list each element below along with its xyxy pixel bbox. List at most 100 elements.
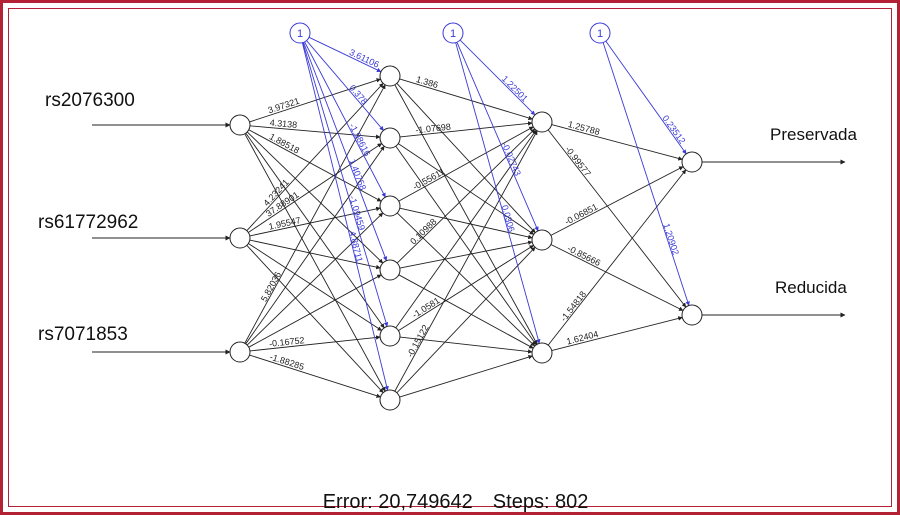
bias-node-label-2: 1 (597, 28, 603, 40)
steps-text: Steps: 802 (492, 491, 589, 513)
bias1-edge-4 (302, 42, 389, 327)
edge-h11-h20-weight: -1.07698 (415, 122, 451, 136)
bias1-edge-2 (304, 41, 386, 198)
bias2-edge-0 (459, 39, 536, 116)
hidden1-node-0 (379, 65, 401, 87)
bias1-edge-0 (308, 36, 382, 73)
edge-h13-h22 (398, 274, 534, 349)
edge-in1-h15 (246, 245, 384, 393)
bias2-edge-1-weight: -0.02743 (500, 141, 523, 178)
bias3-edge-0 (605, 40, 687, 155)
edge-in1-h14 (248, 243, 383, 331)
bias1-edge-5 (301, 42, 389, 391)
bias1-edge-0-weight: 3.61106 (348, 47, 381, 70)
edge-h14-h21 (398, 244, 534, 332)
edge-in2-h15 (249, 354, 381, 398)
edge-h22-out0 (547, 169, 687, 346)
edge-in0-h15 (244, 133, 386, 392)
edge-in1-h11 (248, 143, 383, 233)
bias1-edge-1-weight: 0.378 (347, 83, 369, 107)
edge-h21-out0-weight: -0.06851 (563, 202, 599, 227)
edge-h11-h20 (399, 121, 533, 138)
hidden1-node-1 (379, 127, 401, 149)
edge-h12-h20-weight: -0.55611 (411, 166, 446, 192)
bias1-edge-1 (306, 40, 384, 131)
edge-h15-h20-weight: -0.15122 (405, 323, 431, 359)
edge-h22-out1 (551, 316, 683, 351)
output-node-0 (681, 151, 703, 173)
edge-in0-h13 (246, 131, 384, 264)
edge-h21-out1 (550, 244, 684, 311)
bias-node-2 (589, 22, 611, 44)
input-label-rs7071853: rs7071853 (38, 324, 128, 345)
figure-frame-inner (8, 8, 892, 507)
edge-h22-out0-weight: -1.54818 (558, 289, 588, 323)
edge-in0-h12-weight: 1.88518 (268, 131, 301, 155)
bias2-edge-1 (456, 42, 539, 232)
edge-h10-h20 (399, 78, 533, 121)
bias2-edge-2-weight: 0.0306 (500, 204, 517, 233)
bias1-edge-2-weight: -1.98616 (347, 122, 372, 158)
edge-in2-h12 (246, 212, 384, 346)
bias1-edge-3 (303, 42, 388, 262)
output-label-reducida: Reducida (775, 278, 847, 297)
edge-h13-h20 (396, 128, 536, 264)
input-node-0 (229, 114, 251, 136)
edge-in2-h14 (249, 335, 381, 352)
bias-node-label-1: 1 (450, 28, 456, 40)
bias-node-label-0: 1 (297, 28, 303, 40)
hidden2-node-2 (531, 342, 553, 364)
bias3-edge-1-weight: 1.20902 (661, 222, 681, 256)
edge-in2-h13 (248, 274, 382, 348)
bias-node-1 (442, 22, 464, 44)
training-summary: Error: 20,749642 Steps: 802 (0, 468, 900, 514)
edge-in0-h11-weight: 4.3138 (269, 118, 297, 130)
edge-in0-h10-weight: 3.97321 (267, 96, 301, 116)
edge-h10-h22 (394, 84, 538, 345)
input-label-rs61772962: rs61772962 (38, 212, 138, 233)
edge-in1-h13 (249, 239, 381, 270)
input-node-2 (229, 341, 251, 363)
edge-in1-h10 (246, 83, 384, 231)
edge-in2-h11 (245, 145, 385, 345)
bias2-edge-0-weight: 1.22501 (500, 74, 530, 104)
output-label-preservada: Preservada (770, 125, 857, 144)
edge-h13-h21 (399, 240, 533, 269)
edge-h22-out1-weight: 1.62404 (565, 329, 599, 347)
bias1-edge-4-weight: -1.09459 (347, 194, 367, 231)
edge-h10-h21 (396, 83, 536, 233)
edge-h12-h20 (398, 126, 534, 202)
edge-h20-out0 (551, 124, 683, 161)
bias2-edge-2 (455, 42, 541, 344)
edge-h21-out1-weight: -0.85666 (566, 243, 602, 268)
edge-in2-h10 (244, 84, 386, 344)
edge-h12-h21 (399, 207, 533, 240)
edge-h11-h21 (398, 143, 535, 235)
output-node-1 (681, 304, 703, 326)
input-node-1 (229, 227, 251, 249)
error-text: Error: 20,749642 (322, 491, 473, 513)
edge-in2-h15-weight: -1.88285 (269, 352, 306, 372)
edge-in1-h12 (249, 206, 381, 237)
bias3-edge-0-weight: 0.23512 (660, 113, 687, 145)
hidden1-node-5 (379, 389, 401, 411)
hidden2-node-1 (531, 229, 553, 251)
edge-h20-out1-weight: -0.99577 (563, 144, 593, 178)
edge-h10-h20-weight: 1.386 (415, 74, 439, 90)
edge-in0-h11 (249, 125, 381, 140)
edge-h13-h20-weight: 0.10988 (408, 217, 438, 247)
bias3-edge-1 (602, 42, 690, 306)
edge-h12-h22 (396, 212, 536, 347)
edge-h20-out1 (547, 129, 687, 308)
edge-h21-out0 (550, 166, 684, 236)
edge-in0-h14 (245, 132, 385, 329)
hidden1-node-3 (379, 259, 401, 281)
edge-h15-h22 (399, 355, 533, 398)
hidden2-node-0 (531, 111, 553, 133)
bias1-edge-3-weight: 1.40758 (347, 158, 368, 192)
edge-h15-h21 (396, 246, 536, 394)
bias-node-0 (289, 22, 311, 44)
edge-h14-h21-weight: -1.0581 (410, 295, 441, 320)
